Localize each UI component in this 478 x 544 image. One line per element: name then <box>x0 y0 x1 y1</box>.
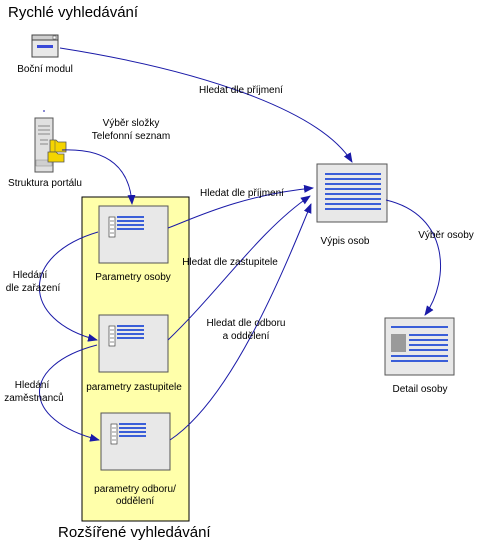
arrow-zastupitele-to-odboru <box>39 344 100 442</box>
edge-label-hledat-prijmeni-mid: Hledat dle příjmení <box>200 188 284 199</box>
edge-label-hledat-odboru-1: Hledat dle odboru <box>207 318 286 329</box>
edge-label-hledat-zastupitele: Hledat dle zastupitele <box>182 257 278 268</box>
edge-label-vyber-slozky-1: Výběr složky <box>103 118 160 129</box>
arrow-osoby-to-vypis <box>167 184 314 229</box>
parametry-odboru-label-line1: parametry odboru/ <box>94 484 176 495</box>
title-rozsirene-vyhledavani: Rozšířené vyhledávání <box>58 524 211 541</box>
edge-label-vyber-slozky-2: Telefonní seznam <box>92 131 170 142</box>
edge-label-hledani-zamestnancu-1: Hledání <box>15 380 50 391</box>
edge-label-hledani-zarazeni-1: Hledání <box>13 270 48 281</box>
edge-label-hledani-zamestnancu-2: zaměstnanců <box>4 392 63 404</box>
edge-label-hledani-zarazeni-2: dle zařazení <box>6 283 61 294</box>
detail-osoby-card[interactable] <box>384 317 455 376</box>
struktura-portalu-icon[interactable] <box>34 117 67 173</box>
edge-label-hledat-odboru-2: a oddělení <box>223 331 270 342</box>
parametry-odboru-label-line2: oddělení <box>116 496 155 507</box>
vypis-osob-label: Výpis osob <box>321 236 370 247</box>
arrow-odboru-to-vypis <box>169 203 312 441</box>
struktura-portalu-label: Struktura portálu <box>8 178 82 189</box>
parametry-odboru-form[interactable] <box>100 412 171 471</box>
parametry-osoby-label: Parametry osoby <box>95 272 171 283</box>
detail-osoby-label: Detail osoby <box>392 384 447 395</box>
bocni-modul-label: Boční modul <box>17 64 73 75</box>
arrow-bocni-to-vypis <box>59 47 353 163</box>
parametry-zastupitele-form[interactable] <box>98 314 169 373</box>
arrow-zastupitele-to-vypis <box>167 195 311 341</box>
arrow-osoby-to-zastupitele <box>38 231 99 342</box>
bocni-modul-icon[interactable] <box>31 34 59 58</box>
arrow-struktura-to-parametry <box>61 149 136 205</box>
title-rychle-vyhledavani: Rychlé vyhledávání <box>8 4 139 21</box>
vypis-osob-list[interactable] <box>316 163 388 223</box>
edge-label-hledat-prijmeni-top: Hledat dle příjmení <box>199 85 283 96</box>
parametry-osoby-form[interactable] <box>98 205 169 264</box>
arrow-vypis-to-detail <box>385 199 441 316</box>
edge-label-vyber-osoby: Výběr osoby <box>418 230 474 241</box>
parametry-zastupitele-label: parametry zastupitele <box>86 382 182 393</box>
